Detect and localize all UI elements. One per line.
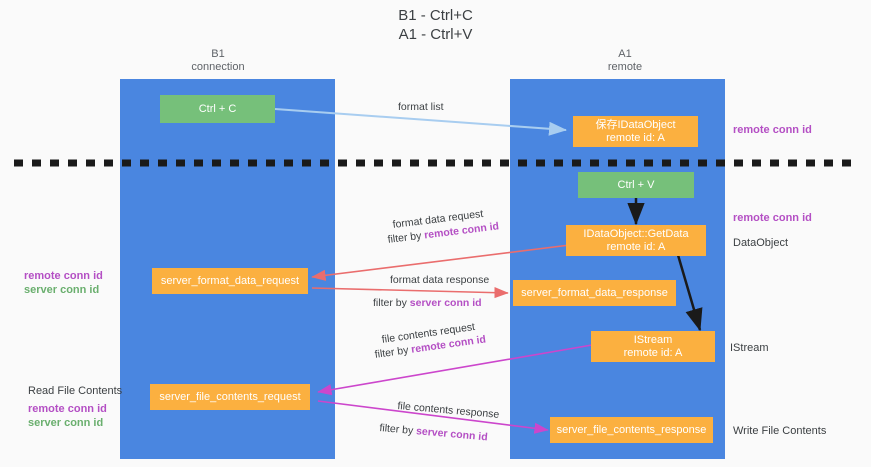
edge-label-format-data-response: format data response [390, 274, 490, 286]
node-istream[interactable]: IStream remote id: A [591, 331, 715, 362]
side-label-left-remote-conn-id-mid: remote conn id [24, 270, 103, 282]
arrow-file-contents-request [317, 344, 593, 396]
column-header-b1: B1 connection [138, 48, 298, 74]
arrow-getdata-to-istream [676, 254, 703, 332]
side-label-right-remote-conn-id-top: remote conn id [733, 124, 812, 136]
node-idataobject-getdata-line2: remote id: A [606, 240, 666, 253]
edge-label-format-list: format list [398, 101, 444, 113]
node-server-format-data-request-label: server_format_data_request [160, 274, 300, 287]
side-label-left-remote-conn-id-bottom: remote conn id [28, 403, 107, 415]
node-server-file-contents-response[interactable]: server_file_contents_response [550, 417, 713, 443]
edge-label-file-contents-response-filter-prefix: filter by [378, 422, 417, 438]
node-idataobject-getdata-line1: IDataObject::GetData [583, 227, 689, 240]
node-istream-line1: IStream [633, 333, 673, 346]
node-server-file-contents-request-label: server_file_contents_request [159, 390, 301, 403]
node-ctrl-v[interactable]: Ctrl + V [578, 172, 694, 198]
node-idataobject-getdata[interactable]: IDataObject::GetData remote id: A [566, 225, 706, 256]
node-ctrl-v-label: Ctrl + V [617, 178, 655, 191]
node-ctrl-c-label: Ctrl + C [198, 102, 237, 115]
node-server-file-contents-response-label: server_file_contents_response [556, 423, 707, 436]
side-label-left-server-conn-id-mid: server conn id [24, 284, 100, 296]
node-save-idataobject-line1: 保存IDataObject [595, 118, 676, 131]
arrow-format-data-request [311, 243, 579, 281]
node-save-idataobject-line2: remote id: A [606, 131, 665, 144]
edge-label-format-data-response-filter: filter by server conn id [373, 297, 482, 310]
node-istream-line2: remote id: A [623, 346, 683, 359]
column-header-b1-sub: connection [191, 61, 245, 73]
side-label-right-istream: IStream [730, 342, 769, 354]
column-header-a1-sub: remote [607, 61, 643, 73]
node-server-file-contents-request[interactable]: server_file_contents_request [150, 384, 310, 410]
column-header-a1-name: A1 [618, 48, 632, 60]
arrow-file-contents-response [317, 400, 549, 434]
node-save-idataobject[interactable]: 保存IDataObject remote id: A [573, 116, 698, 147]
column-header-a1: A1 remote [545, 48, 705, 74]
arrow-format-data-response [311, 287, 509, 299]
title-line-2: A1 - Ctrl+V [398, 26, 473, 43]
side-label-right-write-file-contents: Write File Contents [733, 425, 827, 437]
side-label-right-dataobject: DataObject [733, 237, 789, 249]
arrow-format-list [274, 108, 567, 136]
side-label-right-remote-conn-id-mid: remote conn id [733, 212, 812, 224]
node-ctrl-c[interactable]: Ctrl + C [160, 95, 275, 123]
title-line-1: B1 - Ctrl+C [398, 7, 473, 24]
column-header-b1-name: B1 [211, 48, 225, 60]
side-label-left-read-file-contents: Read File Contents [28, 385, 123, 397]
page-title: B1 - Ctrl+C A1 - Ctrl+V [0, 6, 871, 44]
node-server-format-data-request[interactable]: server_format_data_request [152, 268, 308, 294]
node-server-format-data-response[interactable]: server_format_data_response [513, 280, 676, 306]
edge-label-format-data-response-filter-key: server conn id [409, 297, 482, 309]
edge-label-format-data-response-filter-prefix: filter by [373, 297, 410, 309]
side-label-left-server-conn-id-bottom: server conn id [28, 417, 104, 429]
node-server-format-data-response-label: server_format_data_response [521, 286, 668, 299]
